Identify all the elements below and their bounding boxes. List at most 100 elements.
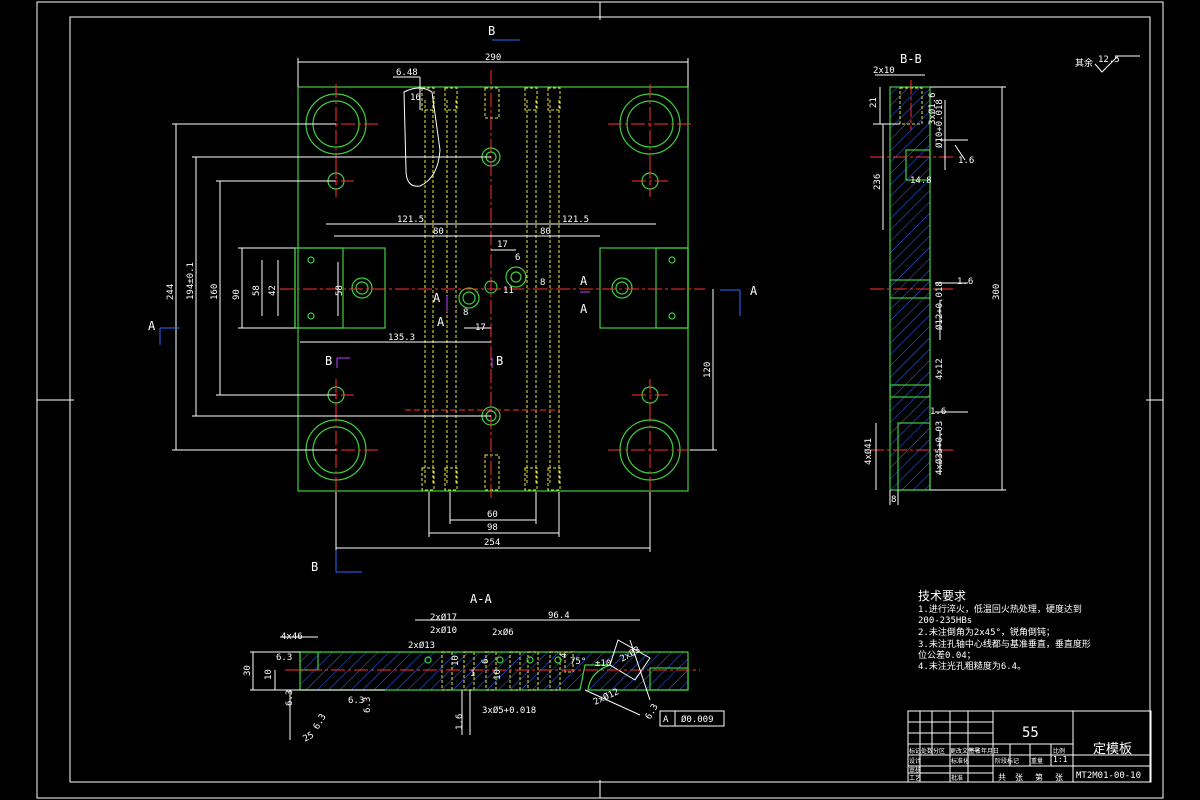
dim-194: 194±0.1	[186, 262, 196, 300]
aa-dim-2x13: 2xØ13	[408, 640, 435, 651]
aa-right-step	[649, 667, 689, 691]
section-label-a-inner-4: A	[580, 302, 588, 316]
plan-dimension-lines	[172, 58, 717, 552]
aa-dim-3x5: 3xØ5+0.018	[482, 705, 536, 716]
section-label-b-top: B	[488, 24, 495, 38]
aa-dim-1-6: 1.6	[455, 714, 465, 730]
aa-dim-6-3-d: 6.3	[363, 697, 373, 713]
aa-dim-10: 10	[264, 669, 274, 680]
roughness-value: 12.5	[1098, 55, 1120, 65]
aa-dim-10-d: ±10	[595, 659, 611, 669]
title-block-part-name: 定模板	[1093, 742, 1132, 757]
tech-req-line-5: 位公差0.04；	[918, 649, 976, 661]
dim-8: 8	[540, 278, 545, 288]
dim-121-5-left: 121.5	[397, 215, 424, 225]
aa-dim-4x46: 4x46	[281, 632, 303, 642]
right-insert-pocket	[655, 247, 689, 329]
dim-90: 90	[232, 289, 242, 300]
aa-dim-96-4: 96.4	[548, 611, 570, 621]
title-block-design-row: 设计标准化 阶段标记重量 比例	[909, 747, 1065, 765]
dim-120: 120	[703, 362, 713, 378]
svg-text:张: 张	[1015, 773, 1023, 782]
dim-98: 98	[487, 523, 498, 533]
section-label-b-inner-left: B	[325, 354, 332, 368]
bb-section-view	[870, 74, 1006, 505]
dim-58-inner: 58	[335, 285, 345, 296]
svg-text:标记: 标记	[909, 747, 921, 755]
aa-dim-25: 25	[302, 731, 316, 745]
dim-290: 290	[485, 53, 501, 63]
svg-text:标准化: 标准化	[951, 757, 969, 765]
tech-req-line-1: 1.进行淬火，低温回火热处理，硬度达到	[918, 603, 1082, 615]
bb-step	[889, 384, 931, 398]
svg-text:第: 第	[1035, 772, 1043, 782]
section-arrows	[159, 39, 741, 573]
bb-section-title: B-B	[900, 52, 922, 66]
tech-req-line-3: 2.未注倒角为2x45°，锐角倒钝；	[918, 626, 1055, 638]
tech-req-line-2: 200-235HBs	[918, 616, 972, 626]
bb-dim-236: 236	[873, 174, 883, 190]
svg-text:批准: 批准	[951, 774, 963, 782]
svg-text:签名: 签名	[969, 747, 981, 755]
bb-dim-21: 21	[869, 97, 879, 108]
title-block-approval-rows: 审核 工艺批准	[909, 766, 963, 782]
aa-tolerance-value: Ø0.009	[681, 714, 714, 725]
aa-section-view	[250, 619, 725, 740]
dim-80-left: 80	[433, 227, 444, 237]
bb-dim-1-6-a: 1.6	[958, 156, 974, 166]
aa-small-holes	[424, 656, 562, 664]
aa-dim-6-3-a: 6.3	[276, 653, 292, 663]
plan-view	[159, 39, 741, 573]
dim-16: 16	[410, 93, 421, 103]
dim-42: 42	[268, 285, 278, 296]
svg-text:比例: 比例	[1053, 747, 1065, 755]
dim-60: 60	[487, 510, 498, 520]
title-block-scale: 1:1	[1053, 755, 1068, 764]
section-label-b-bottom: B	[311, 560, 318, 574]
svg-text:年月日: 年月日	[981, 747, 999, 755]
dim-6: 6	[515, 253, 520, 263]
aa-dim-6-3-e: 6.3	[312, 712, 329, 731]
svg-text:处数: 处数	[921, 747, 933, 755]
aa-dim-6-3-f: 6.3	[644, 702, 661, 721]
dim-58-left: 58	[252, 285, 262, 296]
title-block-header-row: 标记处数 分区更改文件号 签名年月日	[909, 747, 999, 755]
tech-req-line-6: 4.未注光孔粗糙度为6.4。	[918, 660, 1026, 672]
bb-dimension-lines	[873, 74, 1006, 505]
bb-bottom-hole	[897, 422, 931, 491]
bb-dim-1-6-c: 1.6	[930, 407, 946, 417]
guide-hole-bottom-right	[608, 408, 692, 492]
aa-hatched-body	[299, 651, 689, 691]
svg-text:更改文件号: 更改文件号	[950, 747, 980, 755]
aa-dim-10-c: 10	[493, 669, 503, 680]
dim-17-bottom: 17	[475, 323, 486, 333]
svg-text:分区: 分区	[933, 747, 945, 755]
dim-8-small: 8	[463, 308, 468, 318]
aa-dim-2x17: 2xØ17	[430, 612, 457, 623]
dim-160: 160	[210, 284, 220, 300]
centering-marks	[37, 2, 1163, 798]
aa-dim-1: 1	[470, 669, 475, 679]
guide-hole-top-right	[608, 84, 692, 165]
aa-section-title: A-A	[470, 592, 492, 606]
dim-6-48: 6.48	[396, 68, 418, 78]
aa-dim-10-b: 10	[451, 655, 461, 666]
bb-dim-8: 8	[891, 495, 896, 505]
title-block	[907, 710, 1152, 783]
bb-dim-1-6-b: 1.6	[957, 277, 973, 287]
bb-pocket-mid	[905, 149, 931, 181]
section-label-a-inner-1: A	[433, 291, 441, 305]
title-block-number: 55	[1022, 725, 1039, 741]
roughness-note: 其余	[1075, 57, 1093, 69]
bb-center-lines	[870, 80, 955, 451]
title-block-sheet-count: 共张 第张	[998, 772, 1063, 782]
svg-text:张: 张	[1055, 773, 1063, 782]
aa-dim-2x6: 2xØ6	[492, 627, 514, 638]
tech-requirements-title: 技术要求	[918, 589, 966, 603]
section-label-a-right: A	[750, 284, 758, 298]
bb-dim-3x1-6: 3xØ1.6	[927, 92, 938, 125]
aa-tolerance-frame	[659, 710, 725, 727]
bb-dim-4x12: 4x12	[935, 358, 945, 380]
plan-center-lines	[280, 70, 705, 500]
